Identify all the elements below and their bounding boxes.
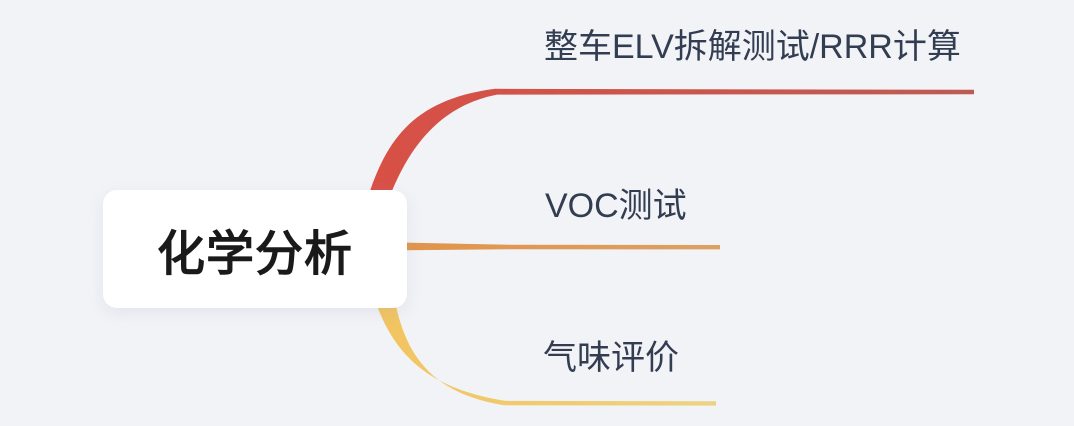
branch-line-elv bbox=[370, 88, 974, 191]
branch-topic-odor[interactable]: 气味评价 bbox=[543, 339, 679, 377]
branch-line-voc bbox=[406, 242, 720, 251]
branch-topic-elv[interactable]: 整车ELV拆解测试/RRR计算 bbox=[544, 28, 961, 66]
root-topic-label: 化学分析 bbox=[156, 228, 353, 281]
root-topic[interactable]: 化学分析 bbox=[103, 190, 407, 308]
branch-topic-voc[interactable]: VOC测试 bbox=[545, 187, 687, 225]
